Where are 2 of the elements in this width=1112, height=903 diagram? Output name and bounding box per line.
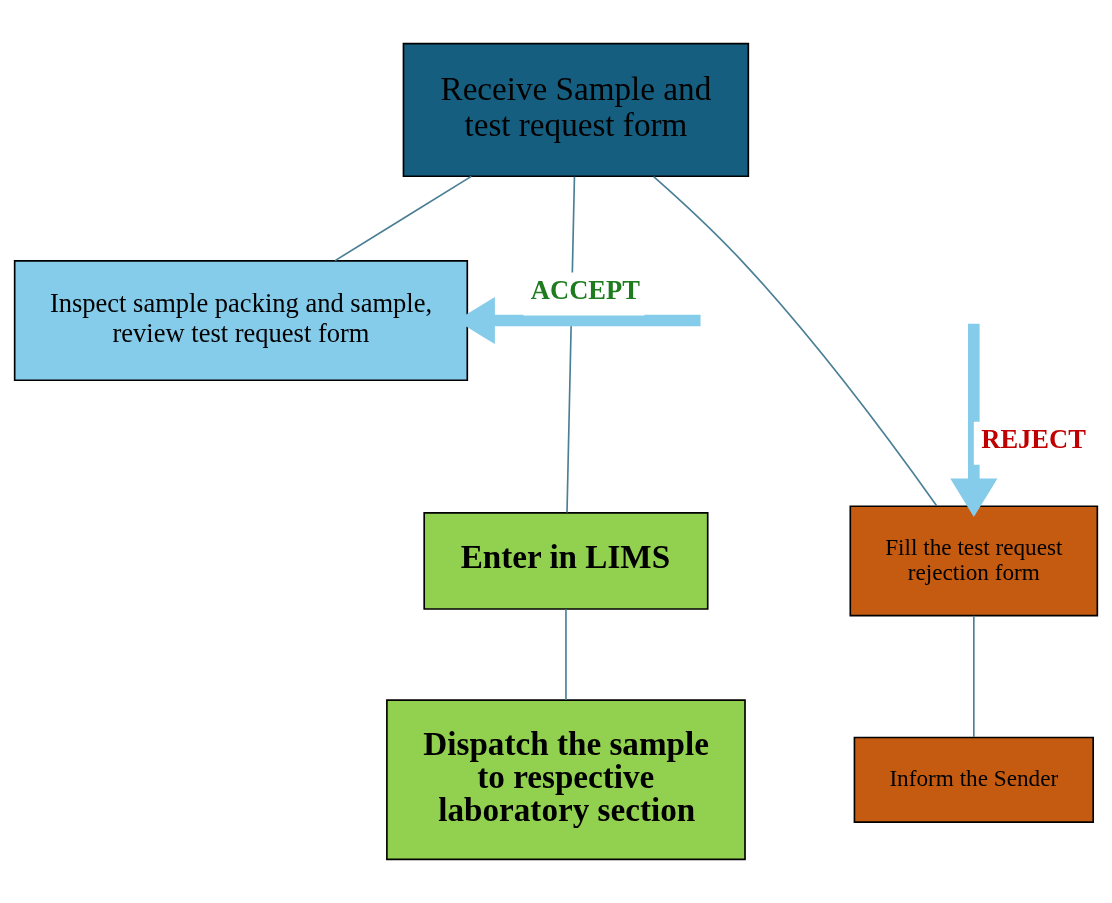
edge-label: REJECT — [981, 423, 1086, 454]
edge-label: ACCEPT — [530, 274, 640, 305]
